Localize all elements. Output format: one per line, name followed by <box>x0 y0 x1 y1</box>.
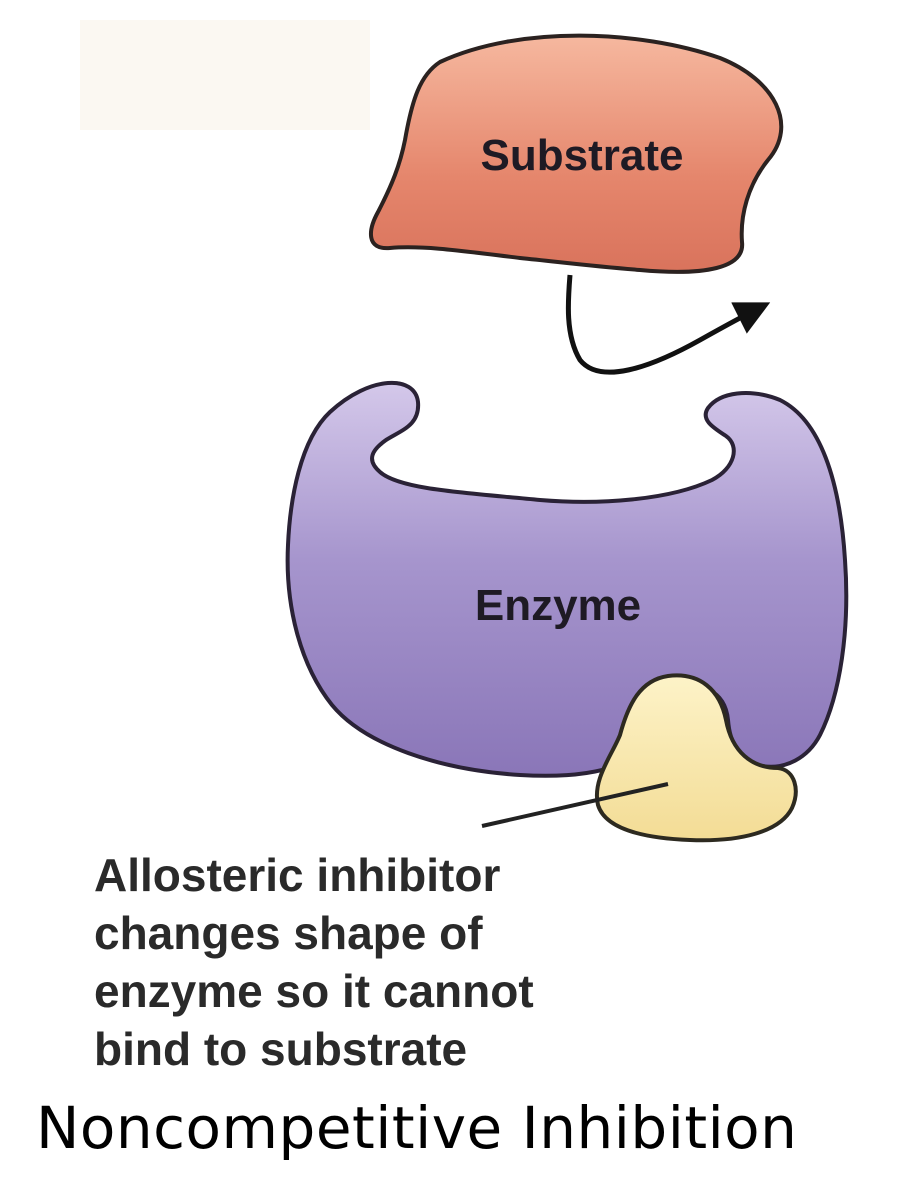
caption-line: Allosteric inhibitor <box>94 849 501 901</box>
curved-arrow-icon <box>565 274 771 375</box>
substrate-shape <box>368 33 784 274</box>
substrate-label: Substrate <box>481 131 684 180</box>
caption-line: enzyme so it cannot <box>94 965 534 1017</box>
allosteric-inhibitor-shape <box>594 673 798 843</box>
background-smudge <box>80 20 370 130</box>
caption-line: changes shape of <box>94 907 483 959</box>
inhibitor-pointer-line <box>481 782 669 828</box>
enzyme-shape <box>285 381 849 778</box>
enzyme-label: Enzyme <box>475 581 641 630</box>
diagram-title: Noncompetitive Inhibition <box>36 1094 798 1162</box>
allosteric-inhibitor-caption: Allosteric inhibitor changes shape of en… <box>94 846 734 1078</box>
caption-line: bind to substrate <box>94 1023 468 1075</box>
